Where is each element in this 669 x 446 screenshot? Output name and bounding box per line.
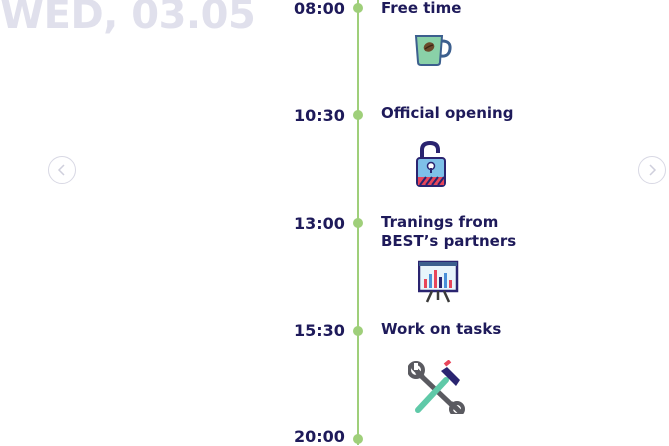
time-label: 13:00	[294, 214, 345, 233]
timeline-dot	[353, 326, 363, 336]
timeline-dot	[353, 218, 363, 228]
event-title: Tranings from BEST’s partners	[381, 213, 516, 251]
day-title: WED, 03.05	[0, 0, 256, 38]
event-title: Official opening	[381, 104, 514, 122]
time-label: 15:30	[294, 321, 345, 340]
coffee-cup-icon	[414, 35, 452, 66]
event-title-line: Tranings from	[381, 213, 499, 231]
next-day-button[interactable]	[638, 156, 666, 184]
previous-day-button[interactable]	[48, 156, 76, 184]
timeline-dot	[353, 434, 363, 444]
chevron-left-icon	[57, 164, 65, 176]
chevron-right-icon	[649, 164, 657, 176]
timeline-dot	[353, 110, 363, 120]
event-title-line: BEST’s partners	[381, 232, 517, 250]
event-title: Work on tasks	[381, 320, 502, 338]
time-label: 08:00	[294, 0, 345, 18]
event-title: Free time	[381, 0, 462, 17]
timeline-dot	[353, 3, 363, 13]
presentation-board-icon	[418, 260, 459, 303]
tools-icon	[408, 360, 465, 414]
time-label: 20:00	[294, 427, 345, 446]
padlock-open-icon	[416, 140, 446, 187]
time-label: 10:30	[294, 106, 345, 125]
